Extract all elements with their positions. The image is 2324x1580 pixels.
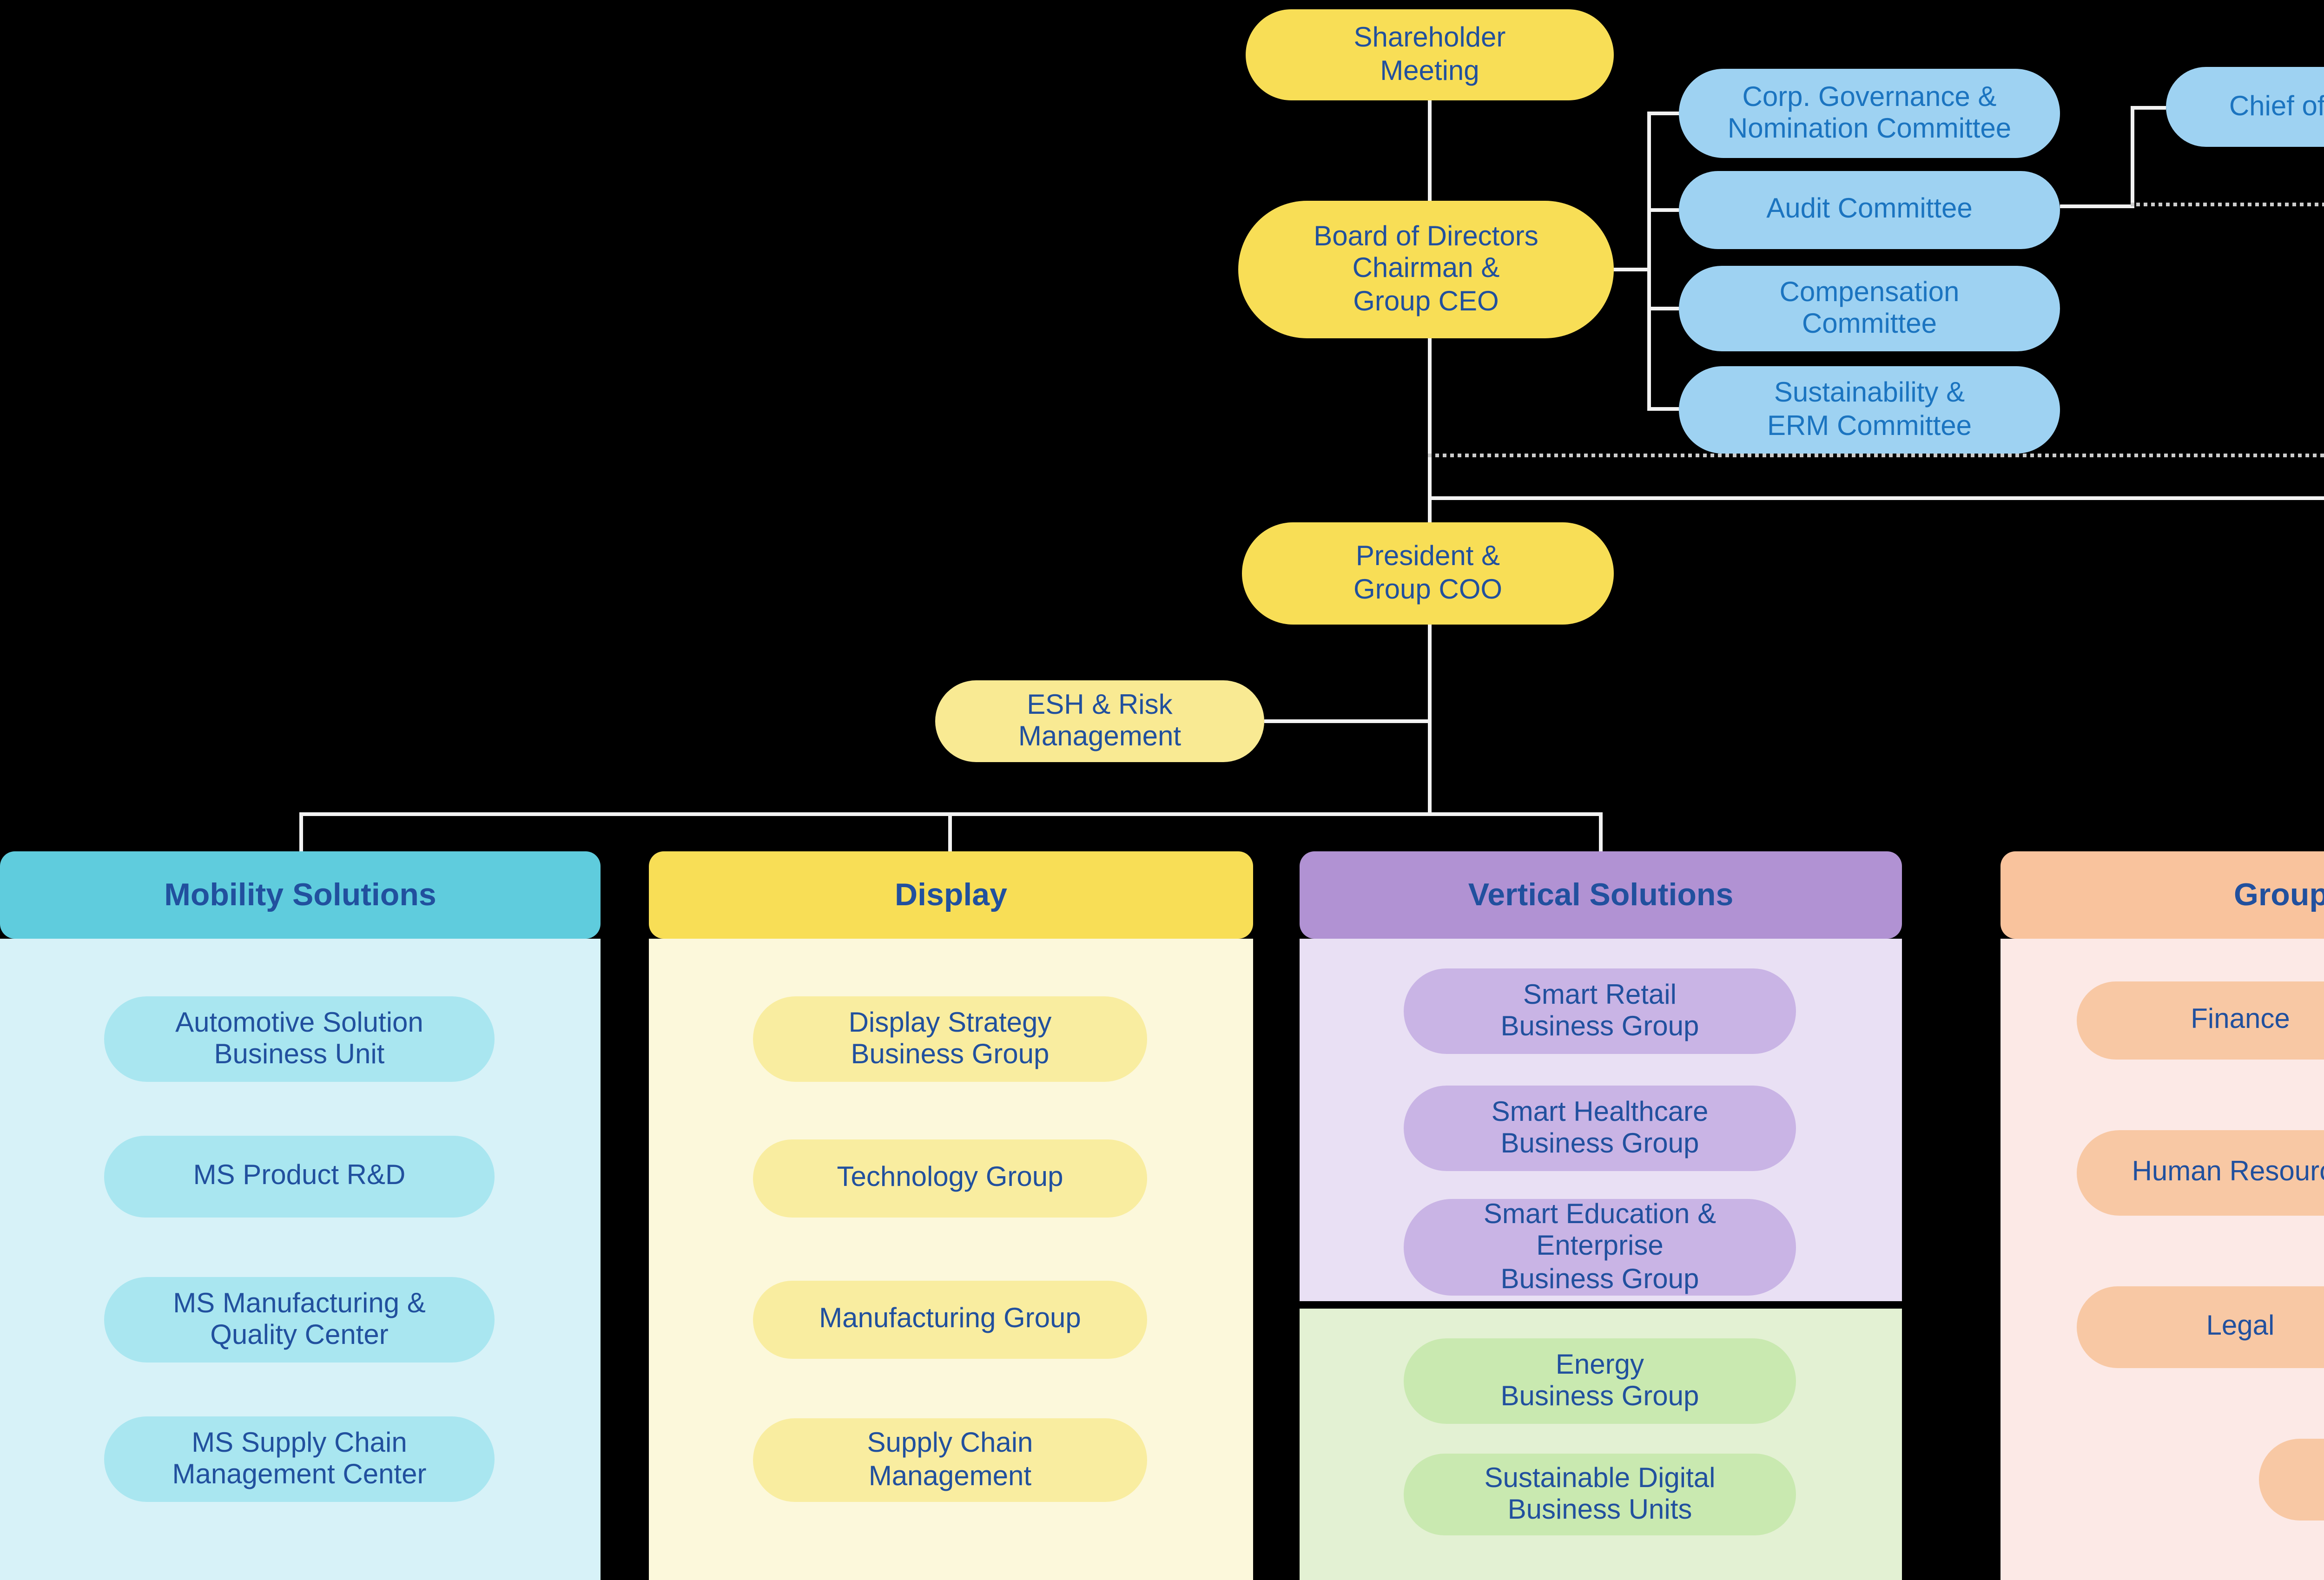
connector-stub-corp-governance [1651,112,1683,115]
node-human-resource: Human Resource [2077,1130,2324,1216]
node-shareholder-meeting: Shareholder Meeting [1246,9,1614,100]
node-automotive-solution-bu: Automotive Solution Business Unit [104,996,495,1082]
connector-drop-vertical [1599,812,1603,851]
dotted-audit-right [2131,203,2324,206]
node-auditing: Auditing [2259,1439,2324,1521]
node-technology-group: Technology Group [753,1139,1147,1218]
node-smart-healthcare-group: Smart Healthcare Business Group [1404,1086,1796,1171]
section-vertical-header: Vertical Solutions [1300,851,1902,939]
node-ms-manufacturing-quality: MS Manufacturing & Quality Center [104,1277,495,1363]
node-esh-risk-management: ESH & Risk Management [935,680,1264,762]
dotted-compliance-president [1428,454,2324,457]
connector-shareholder-board [1428,100,1432,201]
connector-president-bus [1428,625,1432,814]
section-vertical-solutions: Vertical Solutions Smart Retail Business… [1300,851,1902,1580]
connector-audit-chief [2060,204,2131,208]
node-legal: Legal [2077,1286,2324,1368]
section-group-infrastructure: Group Infrastructure Unit Finance Digita… [2000,851,2324,1580]
node-manufacturing-group: Manufacturing Group [753,1281,1147,1359]
connector-drop-display [948,812,952,851]
node-audit-committee: Audit Committee [1679,171,2060,249]
node-sustainable-digital-units: Sustainable Digital Business Units [1404,1454,1796,1535]
node-ms-product-rd: MS Product R&D [104,1136,495,1218]
node-smart-retail-group: Smart Retail Business Group [1404,968,1796,1054]
section-mobility-header: Mobility Solutions [0,851,601,939]
node-president-group-coo: President & Group COO [1242,522,1614,625]
connector-drop-mobility [299,812,303,851]
connector-esh-president [1264,719,1430,723]
connector-chief-vertical [2131,106,2134,208]
connector-stub-audit [1651,208,1679,212]
connector-giu-branch-h [1428,496,2324,500]
section-display: Display Display Strategy Business Group … [649,851,1253,1580]
node-energy-business-group: Energy Business Group [1404,1338,1796,1424]
connector-chief-stub [2134,106,2166,110]
node-display-strategy-group: Display Strategy Business Group [753,996,1147,1082]
connector-stub-compensation [1651,307,1679,310]
connector-committees-bracket [1647,112,1651,411]
node-chief-of-compliance: Chief of Compliance [2166,67,2324,147]
node-corp-governance-committee: Corp. Governance & Nomination Committee [1679,69,2060,158]
node-sustainability-erm-committee: Sustainability & ERM Committee [1679,366,2060,454]
node-board-of-directors: Board of Directors Chairman & Group CEO [1238,201,1614,338]
section-mobility-solutions: Mobility Solutions Automotive Solution B… [0,851,601,1580]
node-compensation-committee: Compensation Committee [1679,266,2060,351]
connector-stub-sustainability [1651,407,1679,411]
section-giu-header: Group Infrastructure Unit [2000,851,2324,939]
node-smart-education-enterprise-group: Smart Education & Enterprise Business Gr… [1404,1199,1796,1296]
node-supply-chain-management: Supply Chain Management [753,1418,1147,1502]
node-finance: Finance [2077,981,2324,1060]
connector-board-president [1428,338,1432,524]
section-display-header: Display [649,851,1253,939]
node-ms-supply-chain: MS Supply Chain Management Center [104,1416,495,1502]
connector-board-bracket [1614,268,1647,271]
